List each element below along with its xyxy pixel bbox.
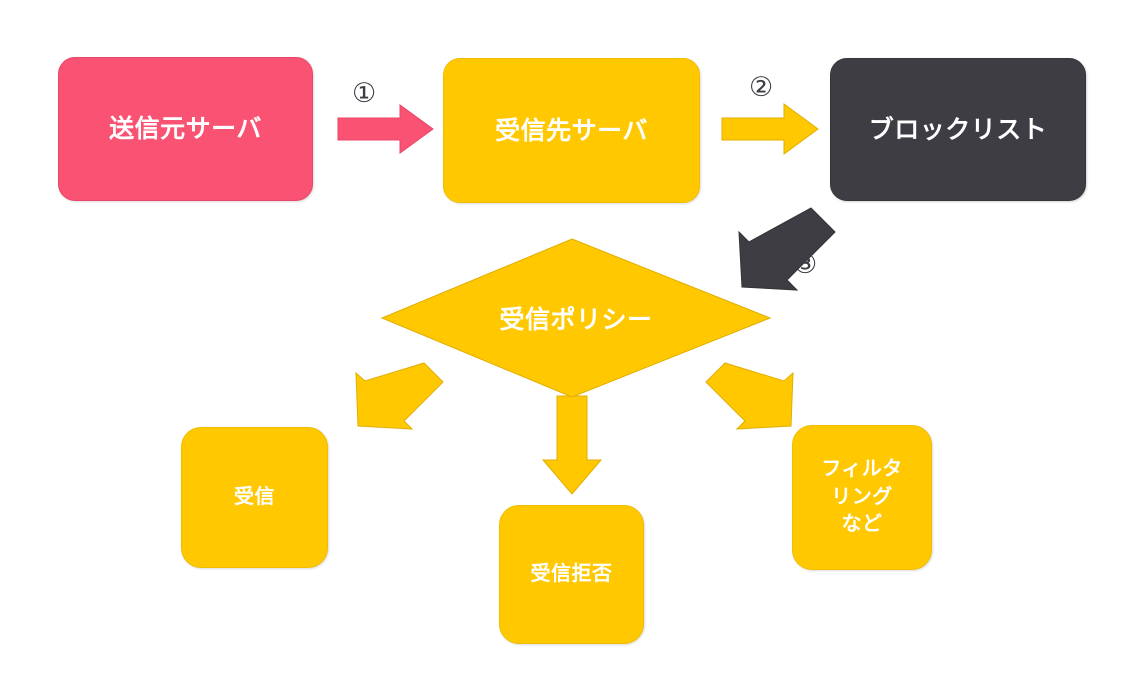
arrow-policy-to-accept xyxy=(355,362,444,430)
step-number-1-icon: ① xyxy=(352,78,377,109)
arrow-source-to-dest xyxy=(337,104,434,154)
arrow-policy-to-filtering xyxy=(705,362,794,430)
node-filtering-label: フィルタ リング など xyxy=(821,458,903,536)
node-dest-server[interactable]: 受信先サーバ xyxy=(443,58,700,203)
policy-diamond-shape xyxy=(380,238,772,398)
node-reject[interactable]: 受信拒否 xyxy=(499,505,644,644)
arrow-blocklist-to-policy xyxy=(738,207,836,291)
step-number-2-icon: ② xyxy=(749,72,774,103)
arrow-dest-to-blocklist xyxy=(721,103,819,155)
step-number-3-icon: ③ xyxy=(793,249,818,280)
arrow-policy-to-reject xyxy=(541,395,603,495)
node-receive-policy[interactable]: 受信ポリシー xyxy=(499,306,653,334)
node-filtering[interactable]: フィルタ リング など xyxy=(792,425,932,570)
node-source-server[interactable]: 送信元サーバ xyxy=(58,57,313,201)
node-accept[interactable]: 受信 xyxy=(181,427,328,568)
node-blocklist[interactable]: ブロックリスト xyxy=(830,58,1086,201)
